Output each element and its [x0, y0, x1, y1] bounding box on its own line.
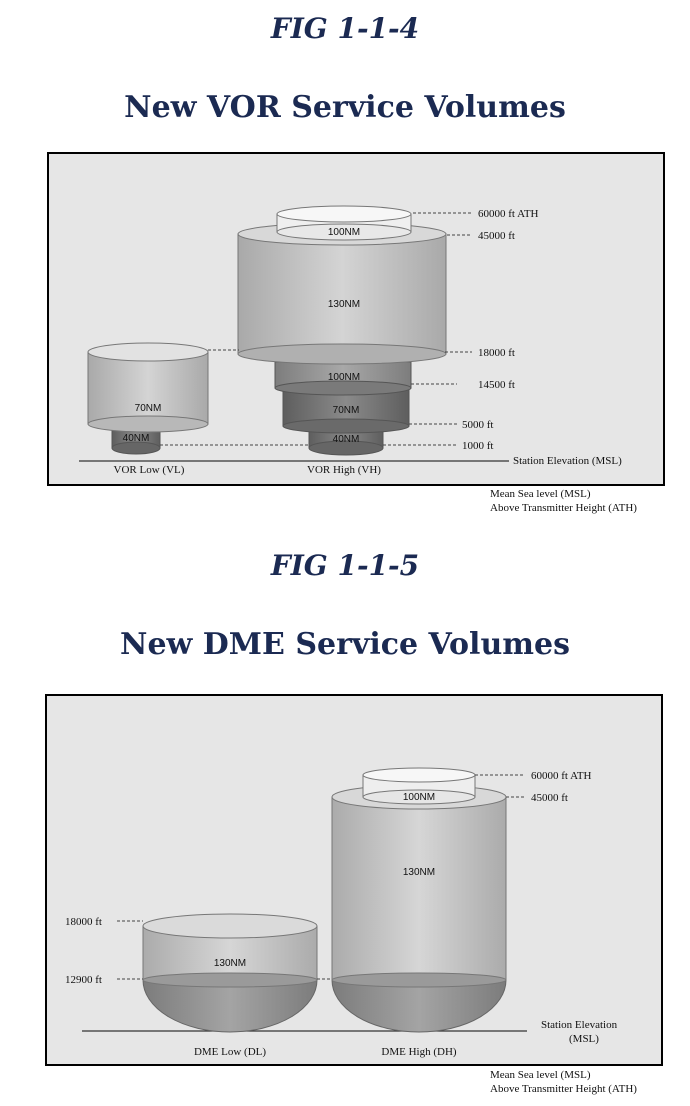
dme-service-volume-diagram: 130NM 100NM 130NM 60000 ft ATH 45000 ft …: [45, 694, 663, 1066]
alt-18000-label: 18000 ft: [65, 916, 102, 928]
alt-5000-label: 5000 ft: [462, 419, 493, 431]
legend-ath: Above Transmitter Height (ATH): [490, 1083, 637, 1095]
alt-14500-label: 14500 ft: [478, 379, 515, 391]
alt-1000-label: 1000 ft: [462, 440, 493, 452]
figure-number: FIG 1-1-5: [270, 549, 420, 582]
figure-number: FIG 1-1-4: [270, 12, 420, 45]
vh-100nm-label: 100NM: [328, 372, 360, 383]
dl-130nm-label: 130NM: [214, 958, 246, 969]
vl-70nm-cylinder: [87, 342, 209, 433]
dh-100nm-top-cylinder: [362, 767, 476, 805]
vh-100nm-top-cylinder: [276, 205, 412, 241]
altitude-leader-lines: [117, 774, 525, 980]
dh-130nm-label: 130NM: [403, 867, 435, 878]
vh-130nm-label: 130NM: [328, 299, 360, 310]
dh-130nm-volume: [331, 784, 507, 1033]
alt-18000-label: 18000 ft: [478, 347, 515, 359]
legend-msl: Mean Sea level (MSL): [490, 1069, 591, 1081]
vh-100nm-cylinder: [274, 361, 412, 396]
station-elevation-msl-label: (MSL): [569, 1033, 599, 1045]
vor-high-label: VOR High (VH): [307, 464, 381, 476]
vh-100nm-top-label: 100NM: [328, 227, 360, 238]
alt-45000-label: 45000 ft: [531, 792, 568, 804]
alt-12900-label: 12900 ft: [65, 974, 102, 986]
station-elevation-label: Station Elevation: [541, 1019, 618, 1031]
alt-60000-label: 60000 ft ATH: [478, 208, 539, 220]
alt-45000-label: 45000 ft: [478, 230, 515, 242]
legend-msl: Mean Sea level (MSL): [490, 488, 591, 500]
vor-service-volume-diagram: 70NM 40NM 100NM 130NM 100NM 70NM 40NM: [47, 152, 665, 486]
figure-title: New DME Service Volumes: [120, 627, 570, 662]
vh-130nm-cylinder: [237, 222, 447, 365]
vor-low-label: VOR Low (VL): [114, 464, 185, 476]
vl-40nm-label: 40NM: [123, 433, 150, 444]
vh-70nm-label: 70NM: [333, 405, 360, 416]
dl-130nm-volume: [142, 913, 318, 1033]
vor-legend: Mean Sea level (MSL) Above Transmitter H…: [490, 487, 637, 515]
dme-high-label: DME High (DH): [381, 1046, 456, 1058]
station-elevation-label: Station Elevation (MSL): [513, 455, 622, 467]
dme-legend: Mean Sea level (MSL) Above Transmitter H…: [490, 1068, 637, 1096]
altitude-leader-lines: [160, 212, 472, 446]
dme-low-label: DME Low (DL): [194, 1046, 266, 1058]
vh-40nm-label: 40NM: [333, 434, 360, 445]
alt-60000-label: 60000 ft ATH: [531, 770, 592, 782]
legend-ath: Above Transmitter Height (ATH): [490, 502, 637, 514]
vl-70nm-label: 70NM: [135, 403, 162, 414]
dh-100nm-label: 100NM: [403, 792, 435, 803]
figure-title: New VOR Service Volumes: [124, 90, 566, 125]
